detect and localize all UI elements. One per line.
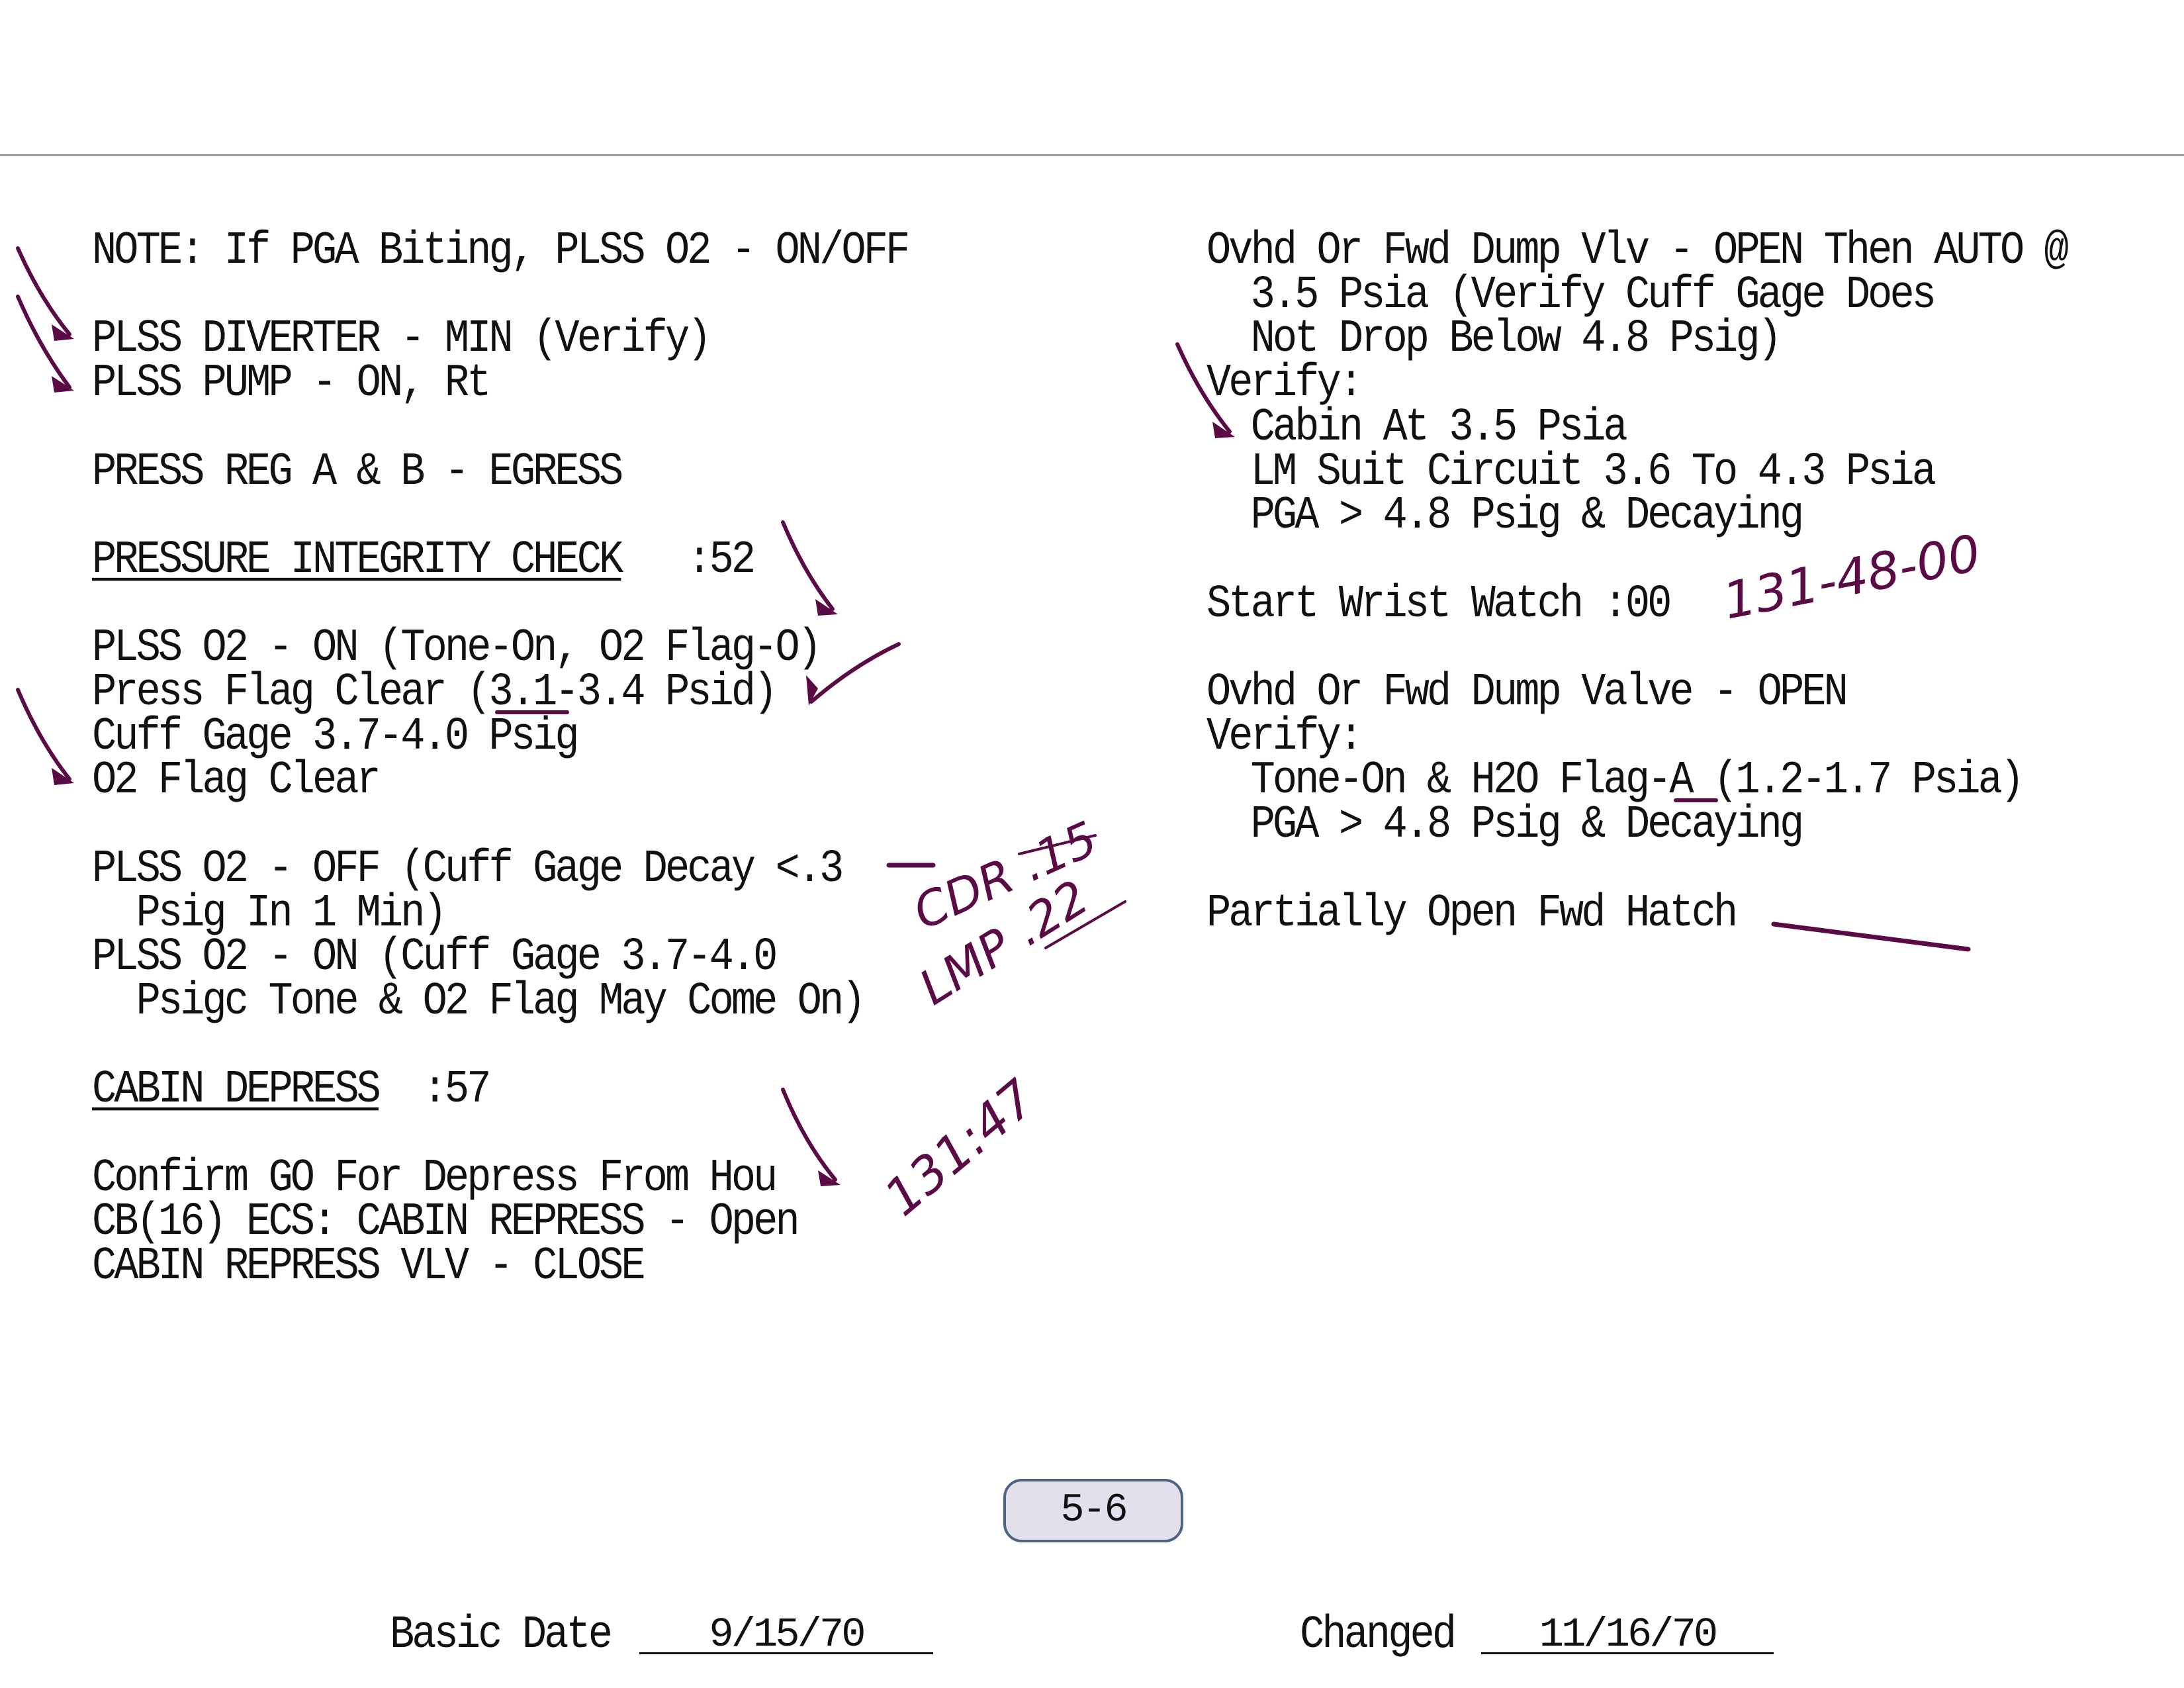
procedure-line: Ovhd Or Fwd Dump Valve - OPEN (1206, 665, 1848, 719)
header-rule (0, 154, 2184, 156)
arrowhead-icon (52, 324, 74, 341)
procedure-line: Partially Open Fwd Hatch (1206, 886, 1738, 939)
procedure-line: Start Wrist Watch :00 (1206, 577, 1672, 630)
procedure-line: Verify: (1206, 356, 1363, 410)
procedure-line: PLSS PUMP - ON, Rt (92, 356, 491, 410)
checkmark-head-icon (806, 675, 818, 706)
hatch-line-mark (1771, 921, 1971, 952)
procedure-line: O2 Flag Clear (92, 754, 381, 807)
underline-mark (1044, 900, 1126, 949)
procedure-line: PRESS REG A & B - EGRESS (92, 445, 623, 498)
procedure-line: Psigc Tone & O2 Flag May Come On) (92, 974, 866, 1028)
section-heading: CABIN DEPRESS (92, 1062, 381, 1116)
procedure-line: PLSS O2 - ON (Cuff Gage 3.7-4.0 (92, 930, 778, 984)
procedure-line: Cuff Gage 3.7-4.0 Psig (92, 710, 580, 763)
procedure-line: NOTE: If PGA Biting, PLSS O2 - ON/OFF (92, 224, 910, 277)
arrow-icon (16, 688, 71, 781)
handwritten-time-depress: 131:47 (873, 1068, 1046, 1227)
arrowhead-icon (52, 376, 74, 393)
page-number-badge: 5-6 (1003, 1479, 1183, 1542)
procedure-line: Tone-On & H2O Flag-A (1.2-1.7 Psia) (1206, 754, 2025, 807)
procedure-line: Not Drop Below 4.8 Psig) (1206, 312, 1782, 365)
arrowhead-icon (1212, 422, 1235, 438)
procedure-line: CABIN REPRESS VLV - CLOSE (92, 1239, 646, 1293)
procedure-line: Press Flag Clear (3.1-3.4 Psid) (92, 665, 778, 719)
procedure-line: PGA > 4.8 Psig & Decaying (1206, 798, 1805, 851)
arrowheads (52, 324, 1235, 1186)
section-heading-line: CABIN DEPRESS :57 (92, 1062, 492, 1116)
basic-date-label: Basic Date (390, 1608, 613, 1662)
arrow-icon (16, 246, 71, 336)
handwritten-time-watch: 131-48-00 (1718, 523, 1985, 630)
procedure-line: 3.5 Psia (Verify Cuff Gage Does (1206, 268, 1936, 321)
procedure-line: Confirm GO For Depress From Hou (92, 1151, 778, 1204)
arrowhead-icon (815, 599, 838, 616)
procedure-line: Verify: (1206, 710, 1363, 763)
arrow-icon (781, 1088, 837, 1182)
section-heading: PRESSURE INTEGRITY CHECK (92, 533, 623, 586)
procedure-line: Cabin At 3.5 Psia (1206, 400, 1628, 453)
procedure-line: CB(16) ECS: CABIN REPRESS - Open (92, 1196, 800, 1248)
procedure-line: PLSS DIVERTER - MIN (Verify) (92, 312, 711, 365)
section-time: :57 (378, 1062, 492, 1116)
underline-mark (1018, 834, 1097, 855)
changed-date-value: 11/16/70 (1481, 1609, 1774, 1658)
procedure-line: LM Suit Circuit 3.6 To 4.3 Psia (1206, 445, 1936, 498)
procedure-line: Psig In 1 Min) (92, 886, 447, 939)
procedure-line: PLSS O2 - ON (Tone-On, O2 Flag-O) (92, 621, 822, 675)
procedure-line: Ovhd Or Fwd Dump Vlv - OPEN Then AUTO @ (1206, 224, 2069, 277)
procedure-line: PGA > 4.8 Psig & Decaying (1206, 489, 1805, 542)
arrowhead-icon (52, 768, 74, 785)
arrowhead-icon (818, 1170, 841, 1186)
checkmark-icon (809, 642, 901, 704)
arrow-icon (781, 520, 835, 611)
arrow-icon (16, 295, 71, 389)
basic-date-value: 9/15/70 (639, 1609, 933, 1658)
section-time: :52 (621, 533, 756, 586)
arrow-icon (1175, 342, 1232, 434)
section-heading-line: PRESSURE INTEGRITY CHECK :52 (92, 533, 756, 586)
procedure-line: PLSS O2 - OFF (Cuff Gage Decay <.3 (92, 842, 844, 895)
changed-label: Changed (1300, 1608, 1457, 1662)
